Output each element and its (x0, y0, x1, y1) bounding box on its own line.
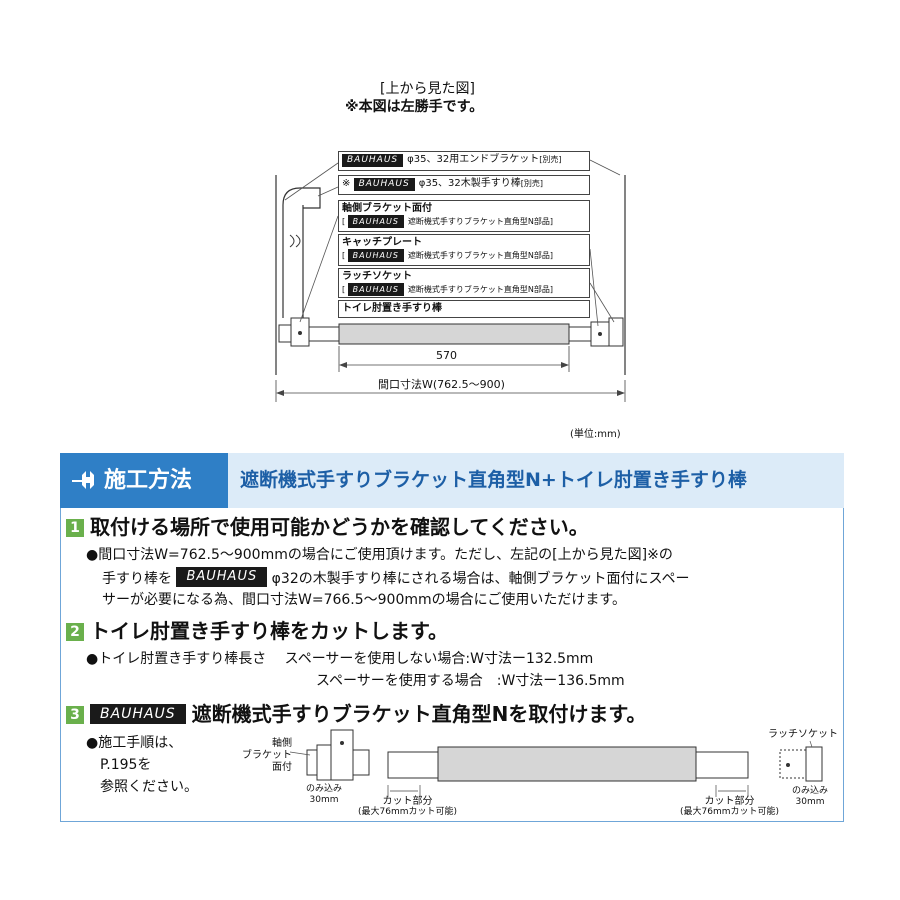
step1-line2: 手すり棒を BAUHAUS φ32の木製手すり棒にされる場合は、軸側ブラケット面… (102, 567, 689, 589)
label-line: 軸側 (272, 738, 292, 749)
label-title: トイレ肘置き手すり棒 (342, 303, 442, 314)
text-fragment: ●トイレ肘置き手すり棒長さ (86, 651, 267, 667)
brand-badge: BAUHAUS (347, 215, 404, 228)
step1-line3: サーが必要になる為、間口寸法W=766.5〜900mmの場合にご使用いただけます… (102, 592, 626, 608)
label-sub: 遮断機式手すりブラケット直角型N部品 (407, 251, 550, 260)
section-header: 施工方法 遮断機式手すりブラケット直角型N+トイレ肘置き手すり棒 (60, 453, 844, 508)
step3-drawing (289, 729, 823, 797)
step2-title: 2 トイレ肘置き手すり棒をカットします。 (66, 618, 448, 644)
text-fragment: スペーサーを使用しない場合:W寸法ー132.5mm (284, 651, 594, 667)
text-fragment: 手すり棒を (102, 571, 172, 587)
label-toilet-bar: トイレ肘置き手すり棒 (338, 300, 590, 318)
label-text: φ35、32木製手すり棒 (418, 178, 521, 189)
label-line: 30mm (309, 795, 339, 805)
unit-note: (単位:mm) (570, 429, 621, 440)
label-line: のみ込み (306, 784, 343, 794)
label-title: ラッチソケット (342, 271, 412, 282)
label-line: のみ込み (792, 786, 829, 796)
dim-w: 間口寸法W(762.5〜900) (378, 378, 505, 391)
section-subtitle: 遮断機式手すりブラケット直角型N+トイレ肘置き手すり棒 (228, 453, 844, 508)
top-diagram-heading: [上から見た図] ※本図は左勝手です。 (345, 80, 483, 116)
section-title: 施工方法 (104, 468, 193, 493)
step3-procedure: ●施工手順は、 P.195を 参照ください。 (86, 732, 198, 798)
label-line: 30mm (795, 797, 825, 807)
label-line: (最大76mmカット可能) (358, 807, 458, 817)
cut-label-left: カット部分 (最大76mmカット可能) (358, 796, 457, 818)
step-number: 3 (66, 706, 84, 724)
dim-570: 570 (436, 349, 457, 362)
procedure-line: 参照ください。 (100, 779, 198, 795)
bracket-label: 軸側 ブラケット 面付 (242, 738, 292, 774)
cut-label-right: カット部分 (最大76mmカット可能) (680, 796, 779, 818)
step2-line1: ●トイレ肘置き手すり棒長さ スペーサーを使用しない場合:W寸法ー132.5mm (86, 649, 593, 669)
label-sub: 遮断機式手すりブラケット直角型N部品 (407, 285, 550, 294)
label-prefix: ※ (342, 178, 351, 189)
step2-line2: スペーサーを使用する場合 :W寸法ー136.5mm (316, 673, 625, 689)
heading-note: ※本図は左勝手です。 (345, 99, 484, 115)
step-number: 1 (66, 519, 84, 537)
step1-title: 1 取付ける場所で使用可能かどうかを確認してください。 (66, 514, 589, 540)
brand-badge: BAUHAUS (347, 283, 404, 296)
procedure-line: P.195を (100, 757, 152, 773)
label-suffix: [別売] (520, 179, 544, 188)
label-line: カット部分 (704, 796, 755, 807)
step1-line1: ●間口寸法W=762.5〜900mmの場合にご使用頂けます。ただし、左記の[上か… (86, 547, 673, 563)
label-title: 軸側ブラケット面付 (342, 203, 432, 214)
step-title-text: トイレ肘置き手すり棒をカットします。 (90, 619, 448, 643)
brand-badge: BAUHAUS (90, 704, 186, 724)
label-line: 面付 (272, 762, 292, 773)
label-title: キャッチプレート (342, 237, 422, 248)
step-title-text: 遮断機式手すりブラケット直角型Nを取付けます。 (191, 702, 647, 726)
text-fragment: φ32の木製手すり棒にされる場合は、軸側ブラケット面付にスペー (271, 571, 690, 587)
label-line: (最大76mmカット可能) (680, 807, 780, 817)
latch-label: ラッチソケット (768, 729, 838, 740)
brand-badge: BAUHAUS (176, 567, 268, 587)
brand-badge: BAUHAUS (353, 178, 415, 191)
step-title-text: 取付ける場所で使用可能かどうかを確認してください。 (90, 515, 589, 539)
brand-badge: BAUHAUS (342, 154, 404, 167)
heading-text: [上から見た図] (380, 81, 475, 97)
section-header-left: 施工方法 (60, 453, 228, 508)
top-diagram-drawing (275, 159, 626, 402)
label-sub: 遮断機式手すりブラケット直角型N部品 (407, 217, 550, 226)
label-text: φ35、32用エンドブラケット (407, 154, 540, 165)
label-line: カット部分 (382, 796, 433, 807)
brand-badge: BAUHAUS (347, 249, 404, 262)
nomi-label-left: のみ込み 30mm (306, 784, 342, 806)
wrench-icon (72, 471, 94, 489)
nomi-label-right: のみ込み 30mm (792, 786, 828, 808)
label-line: ブラケット (242, 750, 292, 761)
step-number: 2 (66, 623, 84, 641)
label-suffix: [別売] (539, 155, 562, 164)
procedure-line: ●施工手順は、 (86, 735, 183, 751)
